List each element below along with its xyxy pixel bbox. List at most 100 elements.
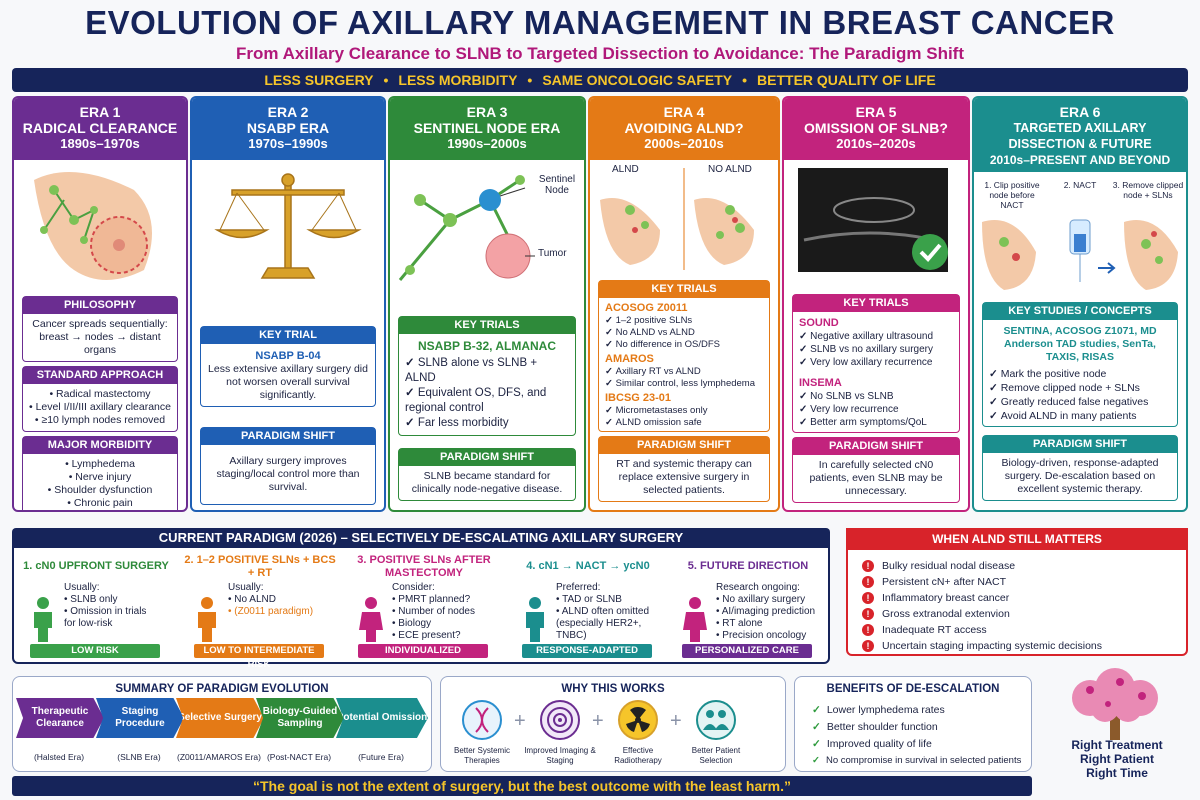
evolution-era-label: (Halsted Era) (33, 752, 85, 762)
era-2-header: ERA 2 NSABP ERA 1970s–1990s (192, 98, 384, 160)
scenario-heading: 4. cN1 → NACT → ycN0 (526, 560, 650, 572)
scenario-heading: 1. cN0 UPFRONT SURGERY (23, 560, 169, 572)
list-item: • ALND often omitted (especially HER2+, … (556, 606, 649, 641)
era-1-header: ERA 1 RADICAL CLEARANCE 1890s–1970s (14, 98, 186, 160)
why-label: Better Systemic Therapies (453, 746, 510, 765)
person-icon (359, 597, 383, 642)
era-1-panel: ERA 1 RADICAL CLEARANCE 1890s–1970s PHIL… (12, 96, 188, 512)
era-name: AVOIDING ALND? (624, 120, 744, 136)
evolution-era-label: (Z0011/AMAROS Era) (177, 752, 261, 762)
box-heading: KEY TRIALS (599, 281, 769, 298)
era-3-panel: ERA 3 SENTINEL NODE ERA 1990s–2000s Sent… (388, 96, 586, 512)
evolution-step: Therapeutic Clearance (16, 698, 104, 738)
era-4-header: ERA 4 AVOIDING ALND? 2000s–2010s (590, 98, 778, 160)
check-icon: ✓ (812, 721, 821, 733)
alnd-label: ALND (612, 164, 639, 175)
era-number: ERA 2 (267, 104, 309, 120)
evolution-era-label: (Future Era) (358, 752, 404, 762)
evolution-step: Potential Omission (336, 698, 428, 738)
when-alnd-matters-title: WHEN ALND STILL MATTERS (846, 528, 1188, 550)
scenario-3: 3. POSITIVE SLNs AFTER MASTECTOMY Consid… (344, 552, 504, 660)
banner-item: SAME ONCOLOGIC SAFETY (542, 72, 733, 88)
alert-icon: ! (862, 624, 874, 636)
era-3-header: ERA 3 SENTINEL NODE ERA 1990s–2000s (390, 98, 584, 160)
era-5-panel: ERA 5 OMISSION OF SLNB? 2010s–2020s KEY … (782, 96, 970, 512)
era-years: 1970s–1990s (248, 136, 328, 151)
person-icon (34, 597, 52, 642)
list-item: Micrometastases only (605, 405, 763, 417)
list-item: SLNB alone vs SLNB + ALND (405, 356, 569, 386)
list-item: Axillary RT vs ALND (605, 366, 763, 378)
trial-findings: SLNB alone vs SLNB + ALND Equivalent OS,… (405, 356, 569, 431)
era-name: NSABP ERA (246, 120, 330, 136)
morbidity-box: MAJOR MORBIDITY Lymphedema Nerve injury … (22, 436, 178, 510)
people-icon (696, 700, 736, 740)
era-number: ERA 5 (855, 104, 897, 120)
list-item: Level I/II/III axillary clearance (29, 401, 171, 414)
study-names: SENTINA, ACOSOG Z1071, MD Anderson TAD s… (1003, 325, 1157, 363)
list-item: Lymphedema (29, 458, 171, 471)
trial-findings: 1–2 positive SLNs No ALND vs ALND No dif… (605, 315, 763, 351)
list-item: Very low axillary recurrence (799, 356, 953, 369)
banner-item: LESS MORBIDITY (398, 72, 518, 88)
box-heading: KEY TRIALS (793, 295, 959, 312)
box-heading: MAJOR MORBIDITY (23, 437, 177, 454)
paradigm-shift-box: PARADIGM SHIFT Axillary surgery improves… (200, 427, 376, 505)
evolution-era-label: (SLNB Era) (117, 752, 161, 762)
list-item: • Precision oncology (716, 630, 807, 641)
why-label: Better Patient Selection (691, 746, 741, 765)
scenario-heading: 3. POSITIVE SLNs AFTER MASTECTOMY (357, 554, 491, 579)
list-item: No difference in OS/DFS (605, 339, 763, 351)
box-heading: PARADIGM SHIFT (599, 437, 769, 454)
tree-caption: Right Treatment Right Patient Right Time (1042, 738, 1192, 780)
list-item: SLNB vs no axillary surgery (799, 343, 953, 356)
risk-tag: PERSONALIZED CARE (682, 644, 812, 658)
list-item: Far less morbidity (405, 416, 569, 431)
list-item: No SLNB vs SLNB (799, 390, 953, 403)
list-item: ✓Lower lymphedema rates (812, 704, 945, 716)
key-trials-box: KEY TRIALS ACOSOG Z0011 1–2 positive SLN… (598, 280, 770, 432)
shift-text: In carefully selected cN0 patients, even… (809, 459, 943, 497)
scenario-details: Usually: • SLNB only • Omission in trial… (64, 582, 154, 630)
check-icon: ✓ (812, 755, 820, 766)
check-icon: ✓ (812, 704, 821, 716)
page-subtitle: From Axillary Clearance to SLNB to Targe… (236, 44, 964, 63)
list-item: • PMRT planned? (392, 594, 471, 605)
tree-icon (1072, 668, 1158, 740)
study-findings: Mark the positive node Remove clipped no… (989, 367, 1171, 423)
list-item: Remove clipped node + SLNs (989, 381, 1171, 395)
person-icon (198, 597, 216, 642)
list-item: Greatly reduced false negatives (989, 395, 1171, 409)
list-item: ✓No compromise in survival in selected p… (812, 755, 1022, 766)
list-item: !Inflammatory breast cancer (862, 592, 1009, 604)
evolution-step: Selective Surgery (176, 698, 264, 738)
list-item: Better arm symptoms/QoL (799, 416, 953, 429)
key-trial-box: KEY TRIAL NSABP B-04 Less extensive axil… (200, 326, 376, 407)
era-number: ERA 3 (466, 104, 508, 120)
list-item: ≥10 lymph nodes removed (29, 414, 171, 427)
era-name: RADICAL CLEARANCE (22, 120, 178, 136)
trial-text: Less extensive axillary surgery did not … (208, 363, 368, 401)
paradigm-shift-box: PARADIGM SHIFT Biology-driven, response-… (982, 435, 1178, 501)
scenario-heading: 5. FUTURE DIRECTION (687, 560, 809, 572)
list-item: ✓Better shoulder function (812, 721, 938, 733)
ultrasound-image (784, 160, 968, 292)
risk-tag: RESPONSE-ADAPTED (522, 644, 652, 658)
scenario-lead: Usually: (228, 582, 264, 593)
list-item: • ECE present? (392, 630, 461, 641)
morbidity-list: Lymphedema Nerve injury Shoulder dysfunc… (23, 454, 177, 510)
tree-line: Right Treatment (1071, 738, 1163, 752)
era-6-header: ERA 6 TARGETED AXILLARY DISSECTION & FUT… (974, 98, 1186, 172)
era-4-panel: ERA 4 AVOIDING ALND? 2000s–2010s ALND NO… (588, 96, 780, 512)
sentinel-node-label: Sentinel Node (538, 174, 576, 196)
era-name: TARGETED AXILLARY DISSECTION & FUTURE (1008, 121, 1152, 151)
alert-icon: ! (862, 608, 874, 620)
shift-text: Biology-driven, response-adapted surgery… (1001, 457, 1159, 495)
list-item: Chronic pain (29, 497, 171, 510)
risk-tag: LOW RISK (30, 644, 160, 658)
list-item: Negative axillary ultrasound (799, 330, 953, 343)
era-number: ERA 1 (79, 104, 121, 120)
box-heading: STANDARD APPROACH (23, 367, 177, 384)
plus-icon: + (592, 710, 604, 732)
trial-findings: Micrometastases only ALND omission safe (605, 405, 763, 429)
